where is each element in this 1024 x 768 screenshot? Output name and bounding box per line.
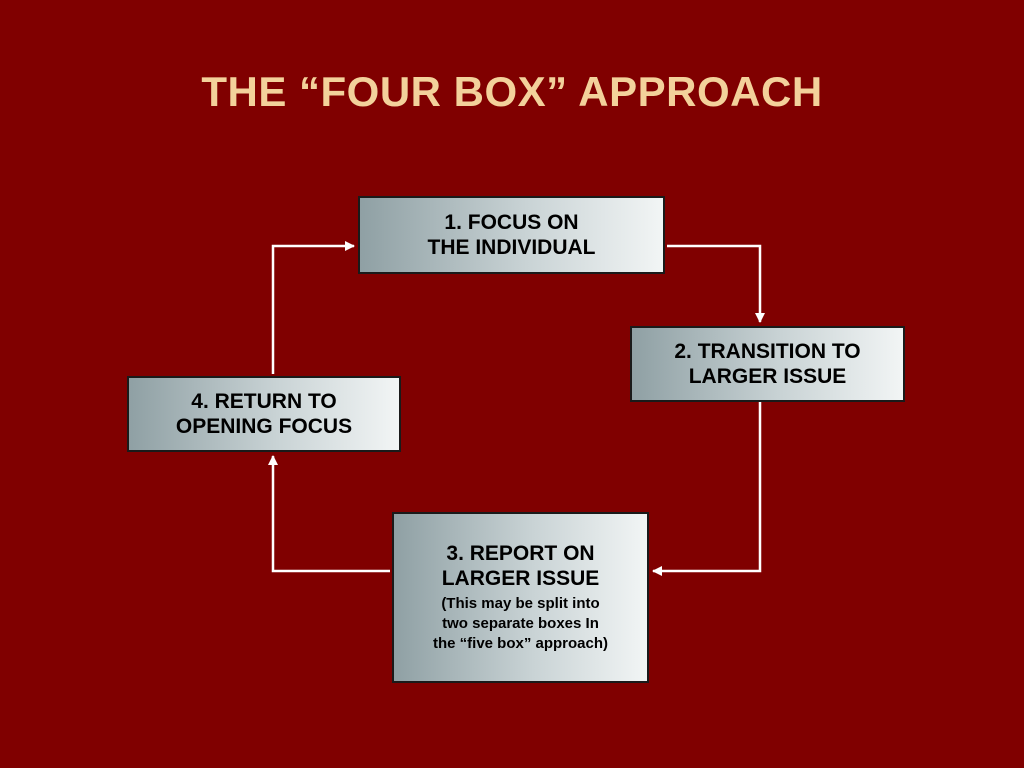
box-1-line-2: THE INDIVIDUAL: [427, 236, 596, 259]
box-2-line-2: LARGER ISSUE: [688, 365, 847, 388]
slide-title: THE “FOUR BOX” APPROACH: [201, 68, 823, 115]
box-3-note-2: two separate boxes In: [442, 615, 599, 633]
box-3-line-1: 3. REPORT ON: [446, 542, 595, 566]
box-4-line-2: OPENING FOCUS: [175, 415, 353, 438]
box-focus-on-individual: 1. FOCUS ON THE INDIVIDUAL: [358, 196, 665, 274]
arrow-4-to-1: [271, 241, 355, 374]
box-report-on-larger-issue: 3. REPORT ON LARGER ISSUE (This may be s…: [392, 512, 649, 683]
arrow-3-to-4: [268, 455, 390, 573]
box-3-note-3: the “five box” approach): [432, 635, 609, 653]
box-return-to-opening-focus: 4. RETURN TO OPENING FOCUS: [127, 376, 401, 452]
arrow-2-to-3: [652, 402, 762, 576]
arrow-1-to-2: [667, 244, 765, 323]
box-3-line-2: LARGER ISSUE: [441, 567, 600, 591]
box-2-line-1: 2. TRANSITION TO: [674, 339, 861, 363]
box-4-line-1: 4. RETURN TO: [191, 389, 337, 413]
box-3-note-1: (This may be split into: [441, 595, 600, 613]
box-1-line-1: 1. FOCUS ON: [444, 210, 579, 234]
box-transition-to-larger-issue: 2. TRANSITION TO LARGER ISSUE: [630, 326, 905, 402]
